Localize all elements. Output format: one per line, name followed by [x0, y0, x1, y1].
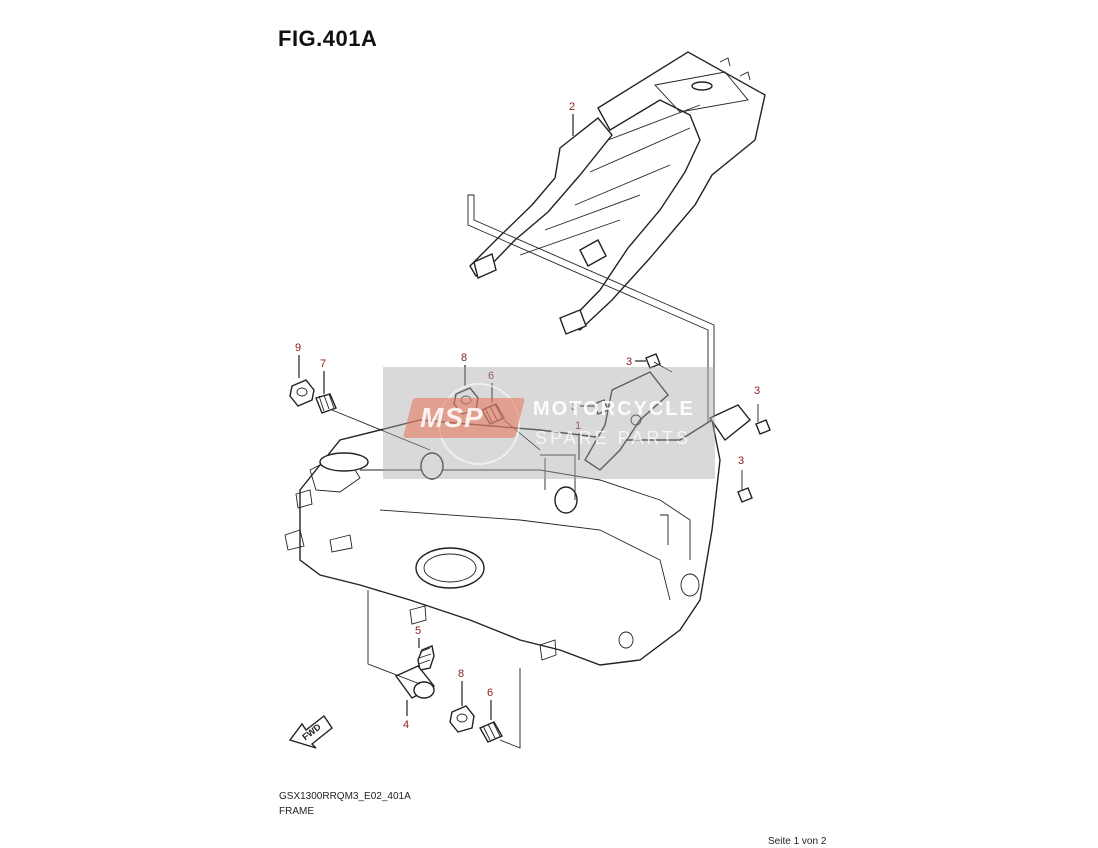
- nut-part-9[interactable]: [289, 379, 315, 407]
- figure-title: FIG.401A: [278, 26, 378, 51]
- main-frame[interactable]: [284, 371, 751, 666]
- spacer-part-7[interactable]: [315, 393, 337, 414]
- callout-8-upper: 8: [461, 352, 467, 364]
- callout-3-b: 3: [571, 401, 577, 413]
- watermark-line-1: MOTORCYCLE: [533, 398, 695, 420]
- callout-6-lower: 6: [487, 687, 493, 699]
- page-indicator: Seite 1 von 2: [768, 836, 827, 847]
- bolt-part-3-b[interactable]: [593, 399, 609, 415]
- bolt-part-3-a[interactable]: [645, 353, 673, 373]
- callout-5: 5: [415, 625, 421, 637]
- bolt-part-3-c[interactable]: [755, 404, 771, 435]
- watermark-line-2: SPARE PARTS: [535, 428, 692, 448]
- callout-6-upper: 6: [488, 370, 494, 382]
- forward-direction-arrow: FWD: [288, 714, 333, 749]
- rear-subframe[interactable]: [469, 51, 766, 335]
- bolt-part-5[interactable]: [417, 645, 435, 671]
- watermark-logo-text: MSP: [420, 402, 484, 433]
- diagram-code: GSX1300RRQM3_E02_401A: [279, 791, 411, 802]
- callout-3-c: 3: [754, 385, 760, 397]
- callout-1: 1: [575, 420, 581, 432]
- callout-2: 2: [569, 101, 575, 113]
- callout-7: 7: [320, 358, 326, 370]
- callouts: 2 9 7 8 6 3 3 1 3 3 5 8 6 4: [295, 101, 760, 731]
- spacer-part-6-lower[interactable]: [479, 721, 503, 743]
- callout-3-d: 3: [738, 455, 744, 467]
- nut-part-8-lower[interactable]: [449, 705, 475, 733]
- callout-8-lower: 8: [458, 668, 464, 680]
- bolt-part-3-d[interactable]: [737, 470, 753, 503]
- section-name: FRAME: [279, 806, 314, 817]
- callout-9: 9: [295, 342, 301, 354]
- callout-4: 4: [403, 719, 409, 731]
- callout-3-a: 3: [626, 356, 632, 368]
